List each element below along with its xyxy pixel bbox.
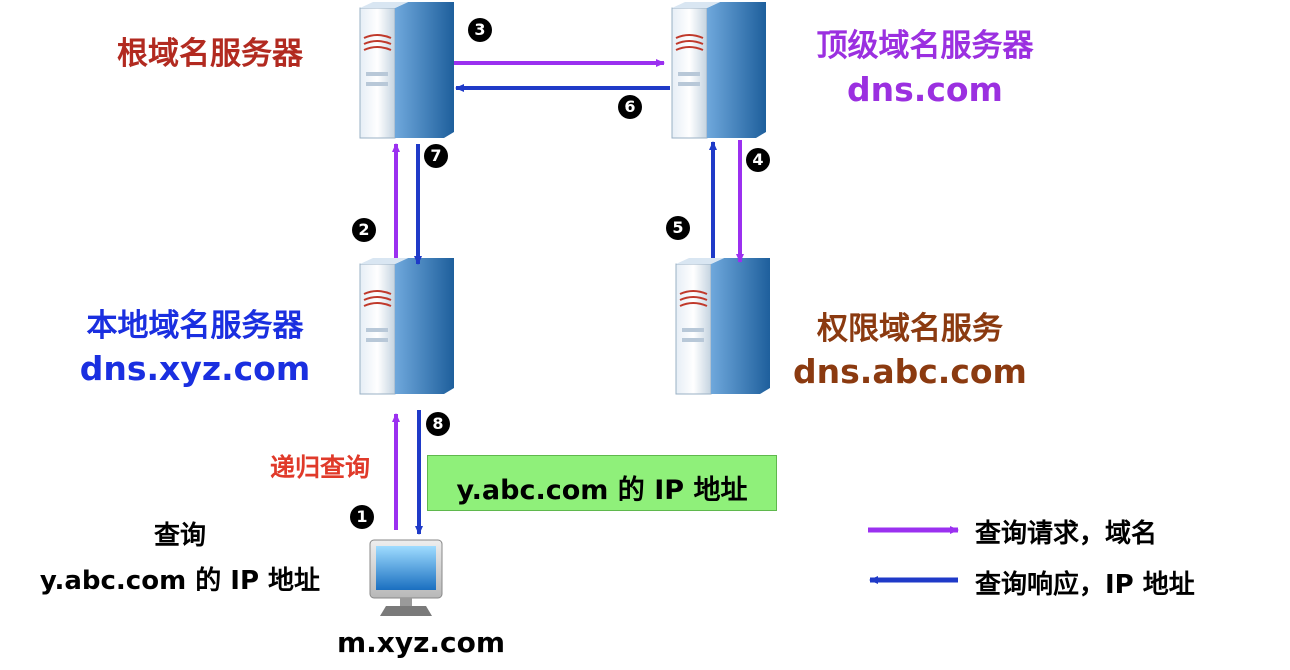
step-5-badge: 5 <box>666 216 690 240</box>
legend-response-label: 查询响应，IP 地址 <box>975 570 1195 600</box>
legend-request-label: 查询请求，域名 <box>975 519 1158 549</box>
client-query-line1: 查询 <box>153 521 206 551</box>
client-query-line2: y.abc.com 的 IP 地址 <box>39 566 321 596</box>
step-8-badge: 8 <box>426 412 450 436</box>
step-7-badge: 7 <box>424 144 448 168</box>
step-6-badge: 6 <box>618 95 642 119</box>
authoritative-server-name: 权限域名服务 <box>817 311 1003 347</box>
client-host-label: m.xyz.com <box>336 626 506 659</box>
answer-box: y.abc.com 的 IP 地址 <box>427 455 777 511</box>
tld-server-icon <box>671 2 766 139</box>
local-server-name: 本地域名服务器 <box>86 308 304 344</box>
step-3-badge: 3 <box>468 18 492 42</box>
authoritative-server-icon <box>675 258 770 395</box>
authoritative-server-domain: dns.abc.com <box>793 352 1027 391</box>
recursive-query-label: 递归查询 <box>269 453 370 482</box>
local-server-domain: dns.xyz.com <box>79 349 311 388</box>
step-2-badge: 2 <box>352 218 376 242</box>
answer-text: y.abc.com 的 IP 地址 <box>456 475 748 506</box>
step-4-badge: 4 <box>746 148 770 172</box>
root-server-name: 根域名服务器 <box>117 36 303 72</box>
client-computer-icon <box>369 539 443 616</box>
root-server-icon <box>359 2 454 139</box>
local-server-icon <box>359 258 454 395</box>
step-1-badge: 1 <box>350 505 374 529</box>
tld-server-name: 顶级域名服务器 <box>816 28 1034 64</box>
tld-server-domain: dns.com <box>847 70 1003 109</box>
